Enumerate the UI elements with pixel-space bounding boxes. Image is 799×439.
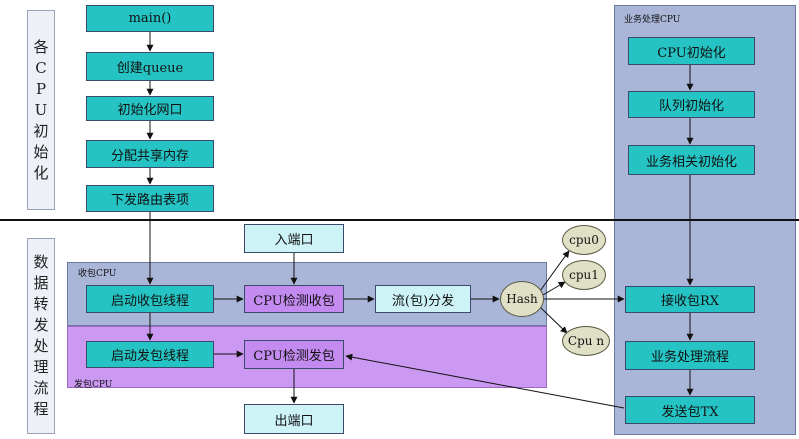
forward-label-char: 转	[33, 295, 49, 313]
biz-step-queue-init: 队列初始化	[628, 91, 755, 118]
arrow-hash-to-cpu0	[539, 250, 570, 292]
init-step-init-port: 初始化网口	[86, 96, 214, 121]
init-step-create-queue: 创建queue	[86, 52, 214, 81]
init-step-shared-memory: 分配共享内存	[86, 140, 214, 168]
rx-cpu-label: 收包CPU	[78, 269, 117, 279]
cpun-node: Cpu n	[562, 326, 610, 356]
forward-label-char: 数	[33, 253, 49, 271]
arrow-hash-to-cpun	[540, 307, 568, 334]
cpu1-node: cpu1	[562, 260, 606, 290]
biz-step-business-init: 业务相关初始化	[628, 145, 755, 175]
hash-node: Hash	[500, 281, 544, 317]
init-label-char: 初	[33, 121, 49, 140]
arrow-hash-to-cpu1	[542, 281, 566, 296]
biz-step-cpu-init: CPU初始化	[628, 37, 755, 65]
tx-cpu-label: 发包CPU	[74, 380, 113, 390]
init-label-char: C	[35, 58, 47, 77]
forward-label-char: 流	[33, 379, 49, 397]
tx-detect-box: CPU检测发包	[244, 340, 344, 369]
forward-label-char: 据	[33, 274, 49, 292]
tx-thread-box: 启动发包线程	[86, 341, 214, 368]
out-port-box: 出端口	[244, 404, 344, 434]
forward-label-char: 发	[33, 316, 49, 334]
forward-label-char: 处	[33, 337, 49, 355]
init-label-char: 始	[33, 142, 49, 161]
forward-section-label: 数 据 转 发 处 理 流 程	[27, 238, 55, 434]
rx-thread-box: 启动收包线程	[86, 285, 214, 313]
init-step-main: main()	[86, 5, 214, 32]
biz-step-process: 业务处理流程	[625, 341, 755, 370]
init-step-route-table: 下发路由表项	[86, 185, 214, 212]
in-port-box: 入端口	[244, 224, 344, 253]
arrow-tx-to-detect	[345, 353, 625, 409]
cpu0-node: cpu0	[562, 225, 606, 255]
dispatch-box: 流(包)分发	[375, 285, 471, 313]
forward-label-char: 理	[33, 358, 49, 376]
biz-step-tx: 发送包TX	[625, 396, 755, 424]
biz-step-rx: 接收包RX	[625, 286, 755, 313]
rx-detect-box: CPU检测收包	[244, 285, 344, 313]
init-label-char: U	[34, 100, 48, 119]
init-label-char: 化	[33, 163, 49, 182]
business-cpu-label: 业务处理CPU	[624, 15, 681, 25]
init-section-label: 各 C P U 初 始 化	[27, 10, 55, 210]
init-label-char: 各	[33, 37, 49, 56]
forward-label-char: 程	[33, 400, 49, 418]
init-label-char: P	[35, 79, 47, 98]
